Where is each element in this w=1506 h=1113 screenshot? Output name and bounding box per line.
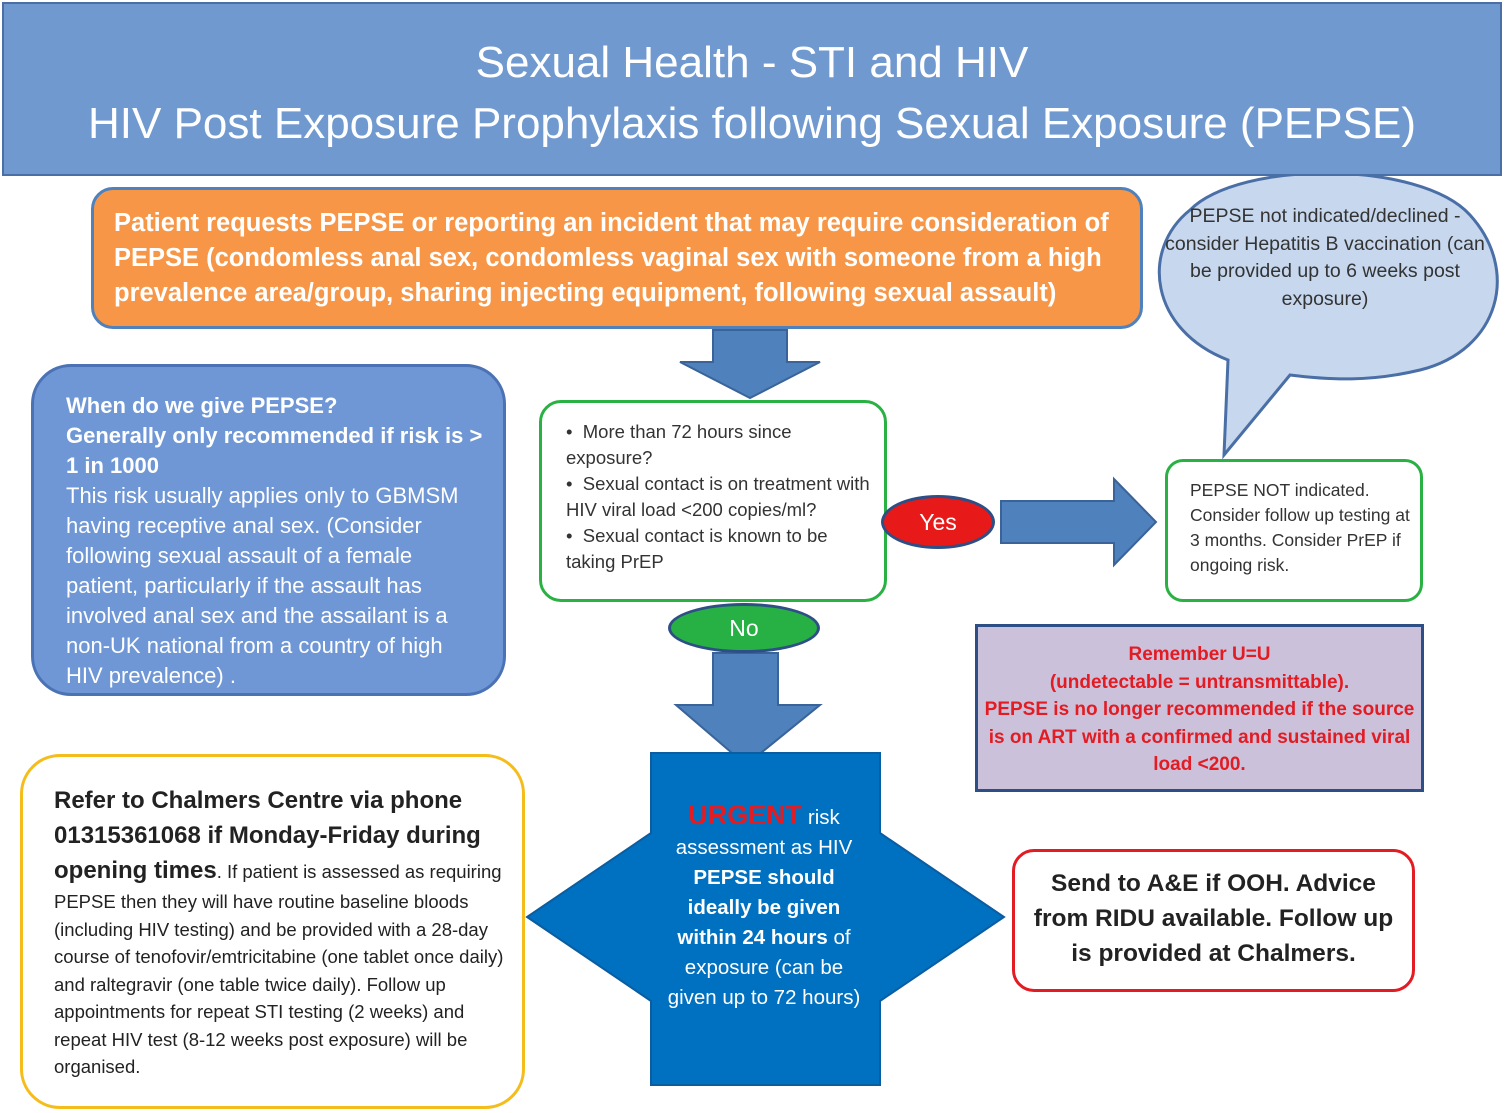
- central-double-arrow: [525, 752, 1006, 1086]
- urgent-assessment-text: URGENT risk assessment as HIV PEPSE shou…: [667, 800, 861, 1009]
- down-arrow-no: [673, 652, 823, 767]
- when-heading: When do we give PEPSE?: [66, 393, 338, 418]
- pepse-request-box: Patient requests PEPSE or reporting an i…: [91, 187, 1143, 329]
- u-equals-u-box: Remember U=U (undetectable = untransmitt…: [975, 624, 1424, 792]
- when-to-give-box: When do we give PEPSE? Generally only re…: [31, 364, 506, 696]
- refer-details: . If patient is assessed as requiring PE…: [54, 861, 504, 1077]
- out-of-hours-box: Send to A&E if OOH. Advice from RIDU ava…: [1012, 849, 1415, 992]
- criteria-box: • More than 72 hours since exposure? • S…: [539, 400, 887, 602]
- title-banner: Sexual Health - STI and HIV HIV Post Exp…: [2, 2, 1502, 176]
- criteria-item: • Sexual contact is on treatment with HI…: [566, 473, 870, 520]
- yes-decision: Yes: [881, 495, 995, 549]
- title-line-2: HIV Post Exposure Prophylaxis following …: [88, 99, 1416, 148]
- risk-threshold: Generally only recommended if risk is > …: [66, 423, 483, 478]
- criteria-item: • Sexual contact is known to be taking P…: [566, 525, 828, 572]
- right-arrow-yes: [1000, 476, 1158, 568]
- no-decision: No: [668, 603, 820, 653]
- urgent-label: URGENT: [688, 800, 803, 830]
- uu-line-2: (undetectable = untransmittable).: [1049, 671, 1350, 693]
- refer-chalmers-box: Refer to Chalmers Centre via phone 01315…: [20, 754, 525, 1109]
- speech-bubble-shape: [1157, 171, 1499, 460]
- uu-line-3: PEPSE is no longer recommended if the so…: [984, 699, 1415, 775]
- criteria-item: • More than 72 hours since exposure?: [566, 421, 792, 468]
- title-line-1: Sexual Health - STI and HIV: [475, 38, 1029, 87]
- not-indicated-bubble-text: PEPSE not indicated/declined - consider …: [1165, 205, 1485, 310]
- uu-line-1: Remember U=U: [1128, 644, 1271, 665]
- down-arrow-top: [679, 329, 821, 400]
- 24-hour-guidance: PEPSE should ideally be given within 24 …: [677, 866, 841, 949]
- refer-heading: Refer to Chalmers Centre via phone 01315…: [54, 787, 481, 884]
- when-body: This risk usually applies only to GBMSM …: [66, 483, 459, 688]
- pepse-not-indicated-box: PEPSE NOT indicated. Consider follow up …: [1165, 459, 1423, 602]
